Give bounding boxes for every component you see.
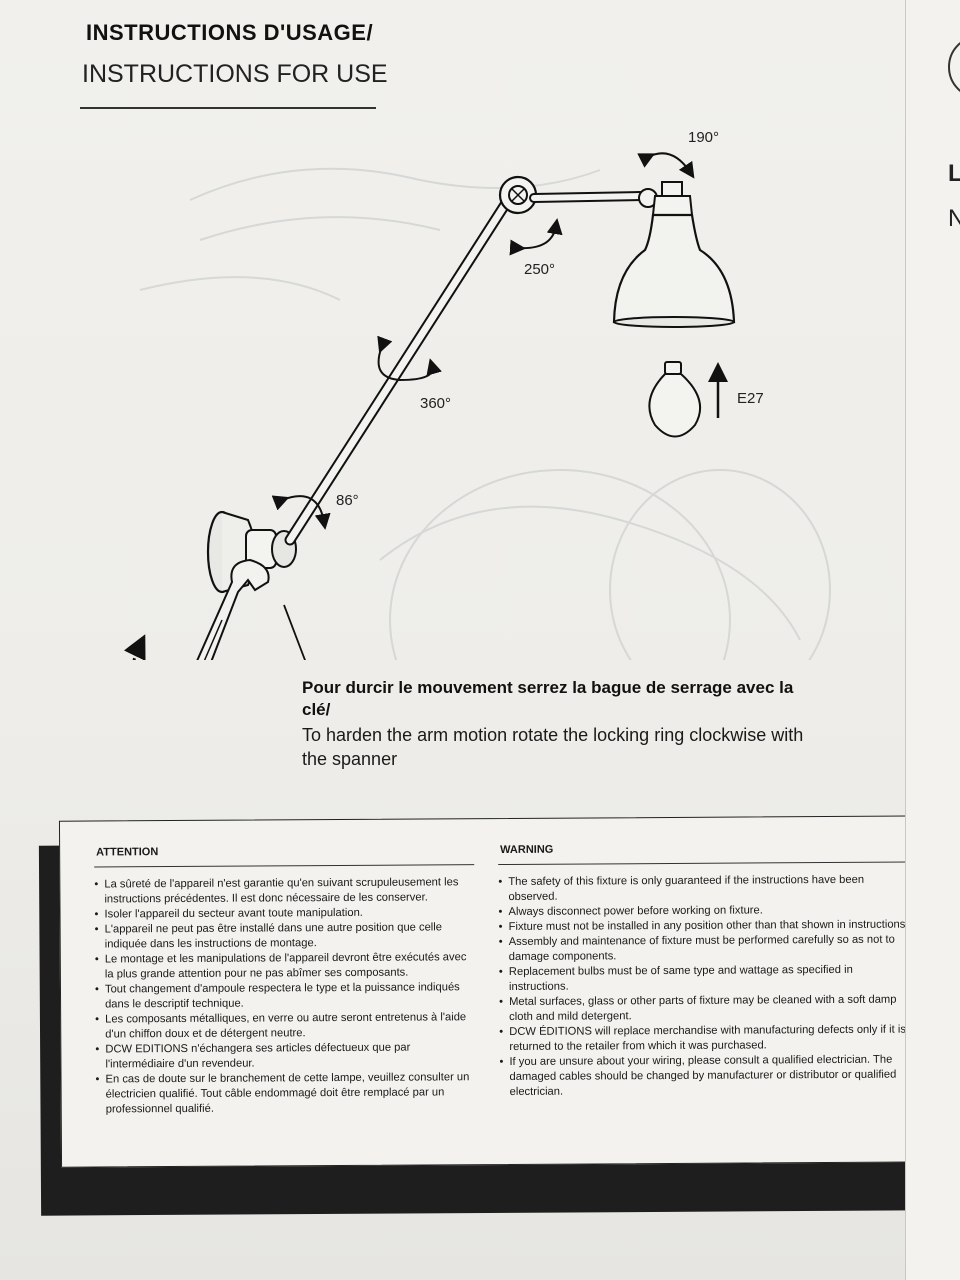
warning-column-french: ATTENTION La sûreté de l'appareil n'est … (94, 843, 476, 1117)
list-item: Assembly and maintenance of fixture must… (499, 933, 909, 966)
title-french: INSTRUCTIONS D'USAGE/ (86, 20, 374, 45)
list-item: Tout changement d'ampoule respectera le … (95, 980, 475, 1012)
adjacent-page-edge: L N (905, 0, 960, 1280)
wall-mount-plate (206, 510, 297, 594)
list-item: Metal surfaces, glass or other parts of … (499, 993, 909, 1026)
bulb-type-label: E27 (737, 390, 764, 407)
title-underline (80, 107, 376, 109)
list-item: Le montage et les manipulations de l'app… (95, 950, 475, 982)
adjustment-caption: Pour durcir le mouvement serrez la bague… (302, 677, 822, 771)
manual-page: INSTRUCTIONS D'USAGE/ INSTRUCTIONS FOR U… (0, 0, 918, 1280)
arm-rotation-arrow (377, 335, 442, 382)
warning-box: ATTENTION La sûreté de l'appareil n'est … (58, 815, 952, 1168)
list-item: Replacement bulbs must be of same type a… (499, 963, 909, 996)
warning-heading: WARNING (498, 840, 909, 866)
list-item: The safety of this fixture is only guara… (498, 873, 908, 906)
angle-label-250: 250° (524, 261, 555, 278)
elbow-joint (498, 175, 538, 215)
caption-english: To harden the arm motion rotate the lock… (302, 725, 804, 769)
adjacent-page-letter: L (948, 160, 960, 188)
adjacent-page-letter: N (948, 205, 960, 233)
list-item: L'appareil ne peut pas être installé dan… (95, 920, 475, 952)
bulb-icon (648, 361, 702, 438)
angle-label-86: 86° (336, 492, 359, 509)
lamp-shade (612, 181, 736, 328)
shade-rotation-arrow (637, 152, 695, 179)
warning-column-english: WARNING The safety of this fixture is on… (498, 840, 910, 1101)
angle-label-190: 190° (688, 129, 719, 146)
list-item: DCW EDITIONS n'échangera ses articles dé… (95, 1040, 475, 1072)
list-item: Les composants métalliques, en verre ou … (95, 1010, 475, 1042)
angle-label-360: 360° (420, 395, 451, 412)
caption-french: Pour durcir le mouvement serrez la bague… (302, 678, 794, 719)
spanner-rotation-arrow (123, 634, 146, 660)
caption-pointer-line (283, 604, 306, 660)
base-tilt-arrow (271, 495, 331, 530)
list-item: La sûreté de l'appareil n'est garantie q… (94, 875, 474, 907)
spanner-tool (196, 558, 270, 660)
title-english: INSTRUCTIONS FOR USE (82, 60, 388, 88)
elbow-rotation-arrow (509, 218, 563, 256)
logo-partial (948, 35, 960, 99)
attention-heading: ATTENTION (94, 843, 475, 868)
upper-arm (529, 188, 658, 208)
list-item: DCW ÉDITIONS will replace merchandise wi… (499, 1023, 909, 1056)
list-item: En cas de doute sur le branchement de ce… (95, 1070, 475, 1117)
list-item: If you are unsure about your wiring, ple… (499, 1053, 909, 1101)
show-through-drawing (139, 167, 831, 660)
lamp-diagram: E27 190° 250° 360° 86° (123, 129, 831, 660)
